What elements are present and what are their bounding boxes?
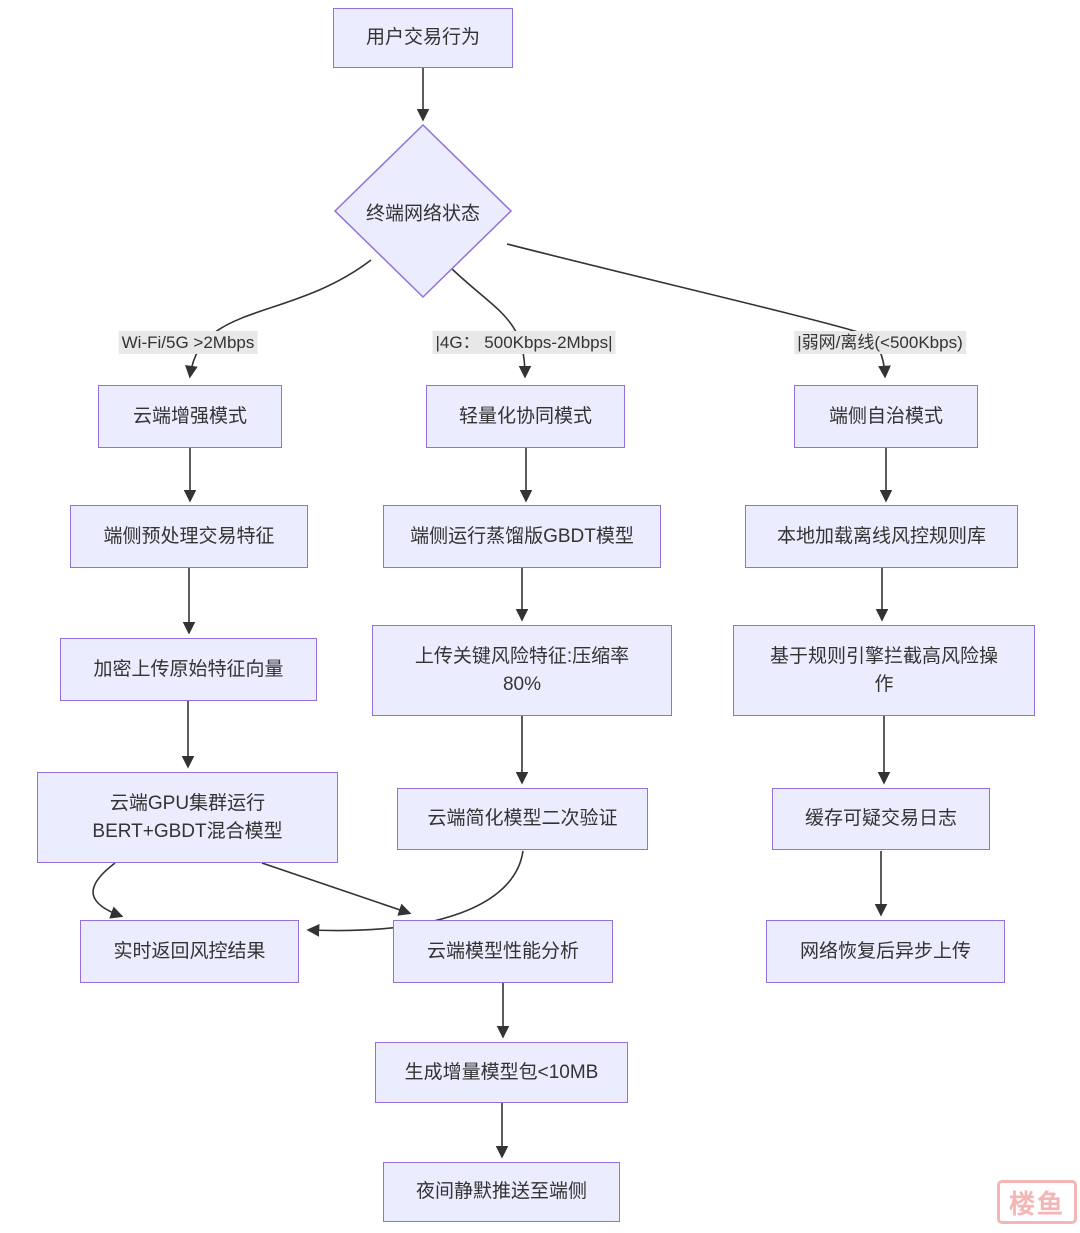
node-label: 云端GPU集群运行 [109,792,266,814]
node-distilled-gbdt-model: 端侧运行蒸馏版GBDT模型 [383,505,661,568]
node-label: 云端模型性能分析 [426,940,579,962]
seal-watermark-icon: 楼鱼 [997,1180,1077,1224]
node-lightweight-collab-mode: 轻量化协同模式 [426,385,625,448]
node-user-behavior: 用户交易行为 [333,8,513,68]
node-local-offline-rules: 本地加载离线风控规则库 [745,505,1018,568]
node-label: 终端网络状态 [365,203,481,225]
node-encrypt-upload-vectors: 加密上传原始特征向量 [60,638,317,701]
node-label: 轻量化协同模式 [458,405,592,427]
decision-diamond-shape [333,123,513,299]
node-label: 网络恢复后异步上传 [799,940,971,962]
node-label: 夜间静默推送至端侧 [415,1181,587,1202]
node-edge-preprocess-features: 端侧预处理交易特征 [70,505,308,568]
node-async-upload-after-recovery: 网络恢复后异步上传 [766,920,1005,983]
edge-label-wifi-5g: Wi-Fi/5G >2Mbps [118,331,258,354]
edge-diamond-to-cloud-enhanced [185,259,372,379]
node-cloud-enhanced-mode: 云端增强模式 [98,385,282,448]
node-label: 用户交易行为 [365,27,480,48]
node-label: 上传关键风险特征:压缩率 [414,645,630,667]
node-label: 端侧运行蒸馏版GBDT模型 [410,525,634,547]
node-label: 云端增强模式 [132,405,247,427]
edge-label-weak-offline: |弱网/离线(<500Kbps) [794,331,966,354]
node-gpu-cluster-hybrid-model: 云端GPU集群运行 BERT+GBDT混合模型 [37,772,338,863]
node-label: 基于规则引擎拦截高风险操 [769,645,998,667]
edge-diamond-to-edge-autonomous [506,243,891,379]
node-label: 本地加载离线风控规则库 [776,525,986,547]
edge-diamond-to-light-collab [450,267,532,379]
node-label: 缓存可疑交易日志 [804,808,957,829]
node-label: 加密上传原始特征向量 [93,658,284,680]
node-label: 端侧自治模式 [828,405,943,427]
edge-verify-to-realtime [306,850,524,937]
node-cloud-model-perf-analysis: 云端模型性能分析 [393,920,613,983]
node-label: 实时返回风控结果 [113,940,266,962]
seal-watermark-text: 楼鱼 [1008,1188,1065,1219]
node-realtime-risk-result: 实时返回风控结果 [80,920,299,983]
node-cache-suspicious-logs: 缓存可疑交易日志 [772,788,990,850]
edge-gpu-to-perf-analysis [261,862,412,916]
node-label: BERT+GBDT混合模型 [92,820,283,842]
node-label: 80% [502,673,542,695]
edge-label-4g: |4G： 500Kbps-2Mbps| [432,331,616,354]
edge-gpu-to-realtime [92,862,124,919]
node-label: 云端简化模型二次验证 [427,808,618,829]
node-incremental-model-package: 生成增量模型包<10MB [375,1042,628,1103]
node-label: 作 [874,673,894,695]
node-edge-autonomous-mode: 端侧自治模式 [794,385,978,448]
node-cloud-secondary-verify: 云端简化模型二次验证 [397,788,648,850]
node-rule-engine-block: 基于规则引擎拦截高风险操 作 [733,625,1035,716]
node-network-status: 终端网络状态 [366,199,480,226]
node-upload-key-risk-features: 上传关键风险特征:压缩率 80% [372,625,672,716]
node-night-silent-push: 夜间静默推送至端侧 [383,1162,620,1222]
node-label: 生成增量模型包<10MB [404,1061,599,1083]
node-label: 端侧预处理交易特征 [103,525,275,547]
